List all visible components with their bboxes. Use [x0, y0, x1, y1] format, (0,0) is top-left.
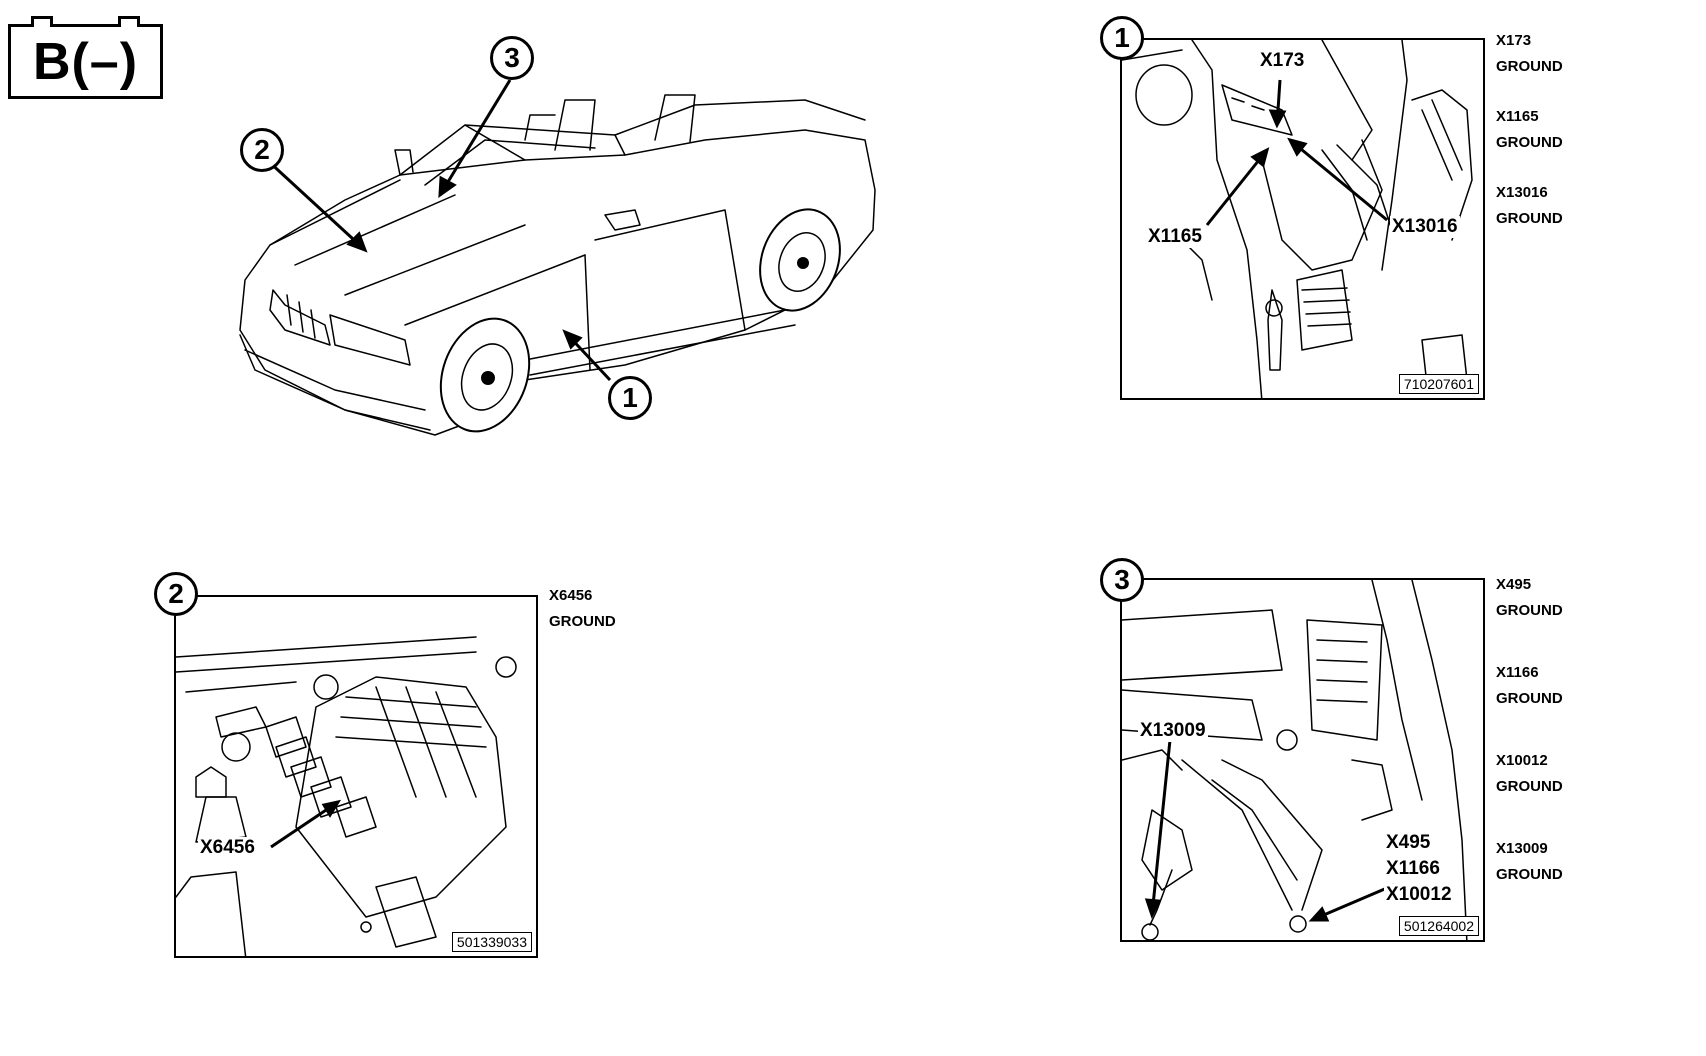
panel-2-drawing — [176, 636, 517, 956]
panel-1-label-x13016: X13016 — [1390, 216, 1460, 238]
rear-wheel — [759, 208, 841, 312]
panel-2-label-x6456: X6456 — [198, 837, 257, 859]
battery-terminal-left — [31, 16, 53, 27]
legend-x10012-text: GROUND — [1496, 778, 1563, 795]
legend-x1166-text: GROUND — [1496, 690, 1563, 707]
panel-2-number: 2 — [154, 572, 198, 616]
callout-arrows — [265, 80, 612, 382]
legend-x6456-text: GROUND — [549, 613, 616, 630]
detail-panel-1: X173 X1165 X13016 710207601 — [1120, 38, 1485, 400]
panel-3-number-text: 3 — [1114, 564, 1130, 595]
legend-x6456-id: X6456 — [549, 587, 593, 604]
car-callout-3-text: 3 — [504, 42, 520, 73]
legend-x1166-id: X1166 — [1496, 664, 1539, 681]
legend-x13016-id: X13016 — [1496, 184, 1548, 201]
front-wheel — [439, 317, 531, 433]
car-callout-2: 2 — [240, 128, 284, 172]
legend-x13009-text: GROUND — [1496, 866, 1563, 883]
legend-x173-id: X173 — [1496, 32, 1532, 49]
legend-x13009-id: X13009 — [1496, 840, 1548, 857]
panel-1-number: 1 — [1100, 16, 1144, 60]
car-callout-1-text: 1 — [622, 382, 638, 413]
panel-1-code: 710207601 — [1398, 374, 1479, 394]
panel-1-label-x173: X173 — [1258, 50, 1307, 72]
car-body-outline — [239, 94, 876, 436]
legend-x173-text: GROUND — [1496, 58, 1563, 75]
panel-3-label-x1166: X1166 — [1384, 858, 1442, 880]
battery-terminal-right — [118, 16, 140, 27]
panel-1-label-x1165: X1165 — [1146, 226, 1204, 248]
panel-2-code: 501339033 — [451, 932, 532, 952]
car-callout-2-text: 2 — [254, 134, 270, 165]
panel-1-side-legend: X173 GROUND X1165 GROUND X13016 GROUND — [1496, 28, 1563, 232]
car-callout-1: 1 — [608, 376, 652, 420]
panel-3-label-x10012: X10012 — [1384, 884, 1454, 906]
car-callout-3: 3 — [490, 36, 534, 80]
car-illustration — [239, 80, 876, 436]
panel-3-code: 501264002 — [1398, 916, 1479, 936]
panel-3-side-legend: X495 GROUND X1166 GROUND X10012 GROUND X… — [1496, 572, 1563, 888]
legend-x1165-id: X1165 — [1496, 108, 1539, 125]
legend-x1165-text: GROUND — [1496, 134, 1563, 151]
panel-2-side-legend: X6456 GROUND — [549, 583, 616, 635]
badge-text: B(–) — [32, 32, 139, 91]
legend-x495-text: GROUND — [1496, 602, 1563, 619]
legend-x495-id: X495 — [1496, 576, 1532, 593]
panel-3-drawing — [1122, 580, 1468, 940]
panel-3-number: 3 — [1100, 558, 1144, 602]
panel-3-label-x495: X495 — [1384, 832, 1433, 854]
detail-panel-3: X13009 X495 X1166 X10012 501264002 — [1120, 578, 1485, 942]
detail-panel-2: X6456 501339033 — [174, 595, 538, 958]
panel-1-number-text: 1 — [1114, 22, 1130, 53]
panel-3-label-x13009: X13009 — [1138, 720, 1208, 742]
legend-x13016-text: GROUND — [1496, 210, 1563, 227]
panel-2-number-text: 2 — [168, 578, 184, 609]
legend-x10012-id: X10012 — [1496, 752, 1548, 769]
battery-ground-badge: B(–) — [8, 16, 163, 99]
